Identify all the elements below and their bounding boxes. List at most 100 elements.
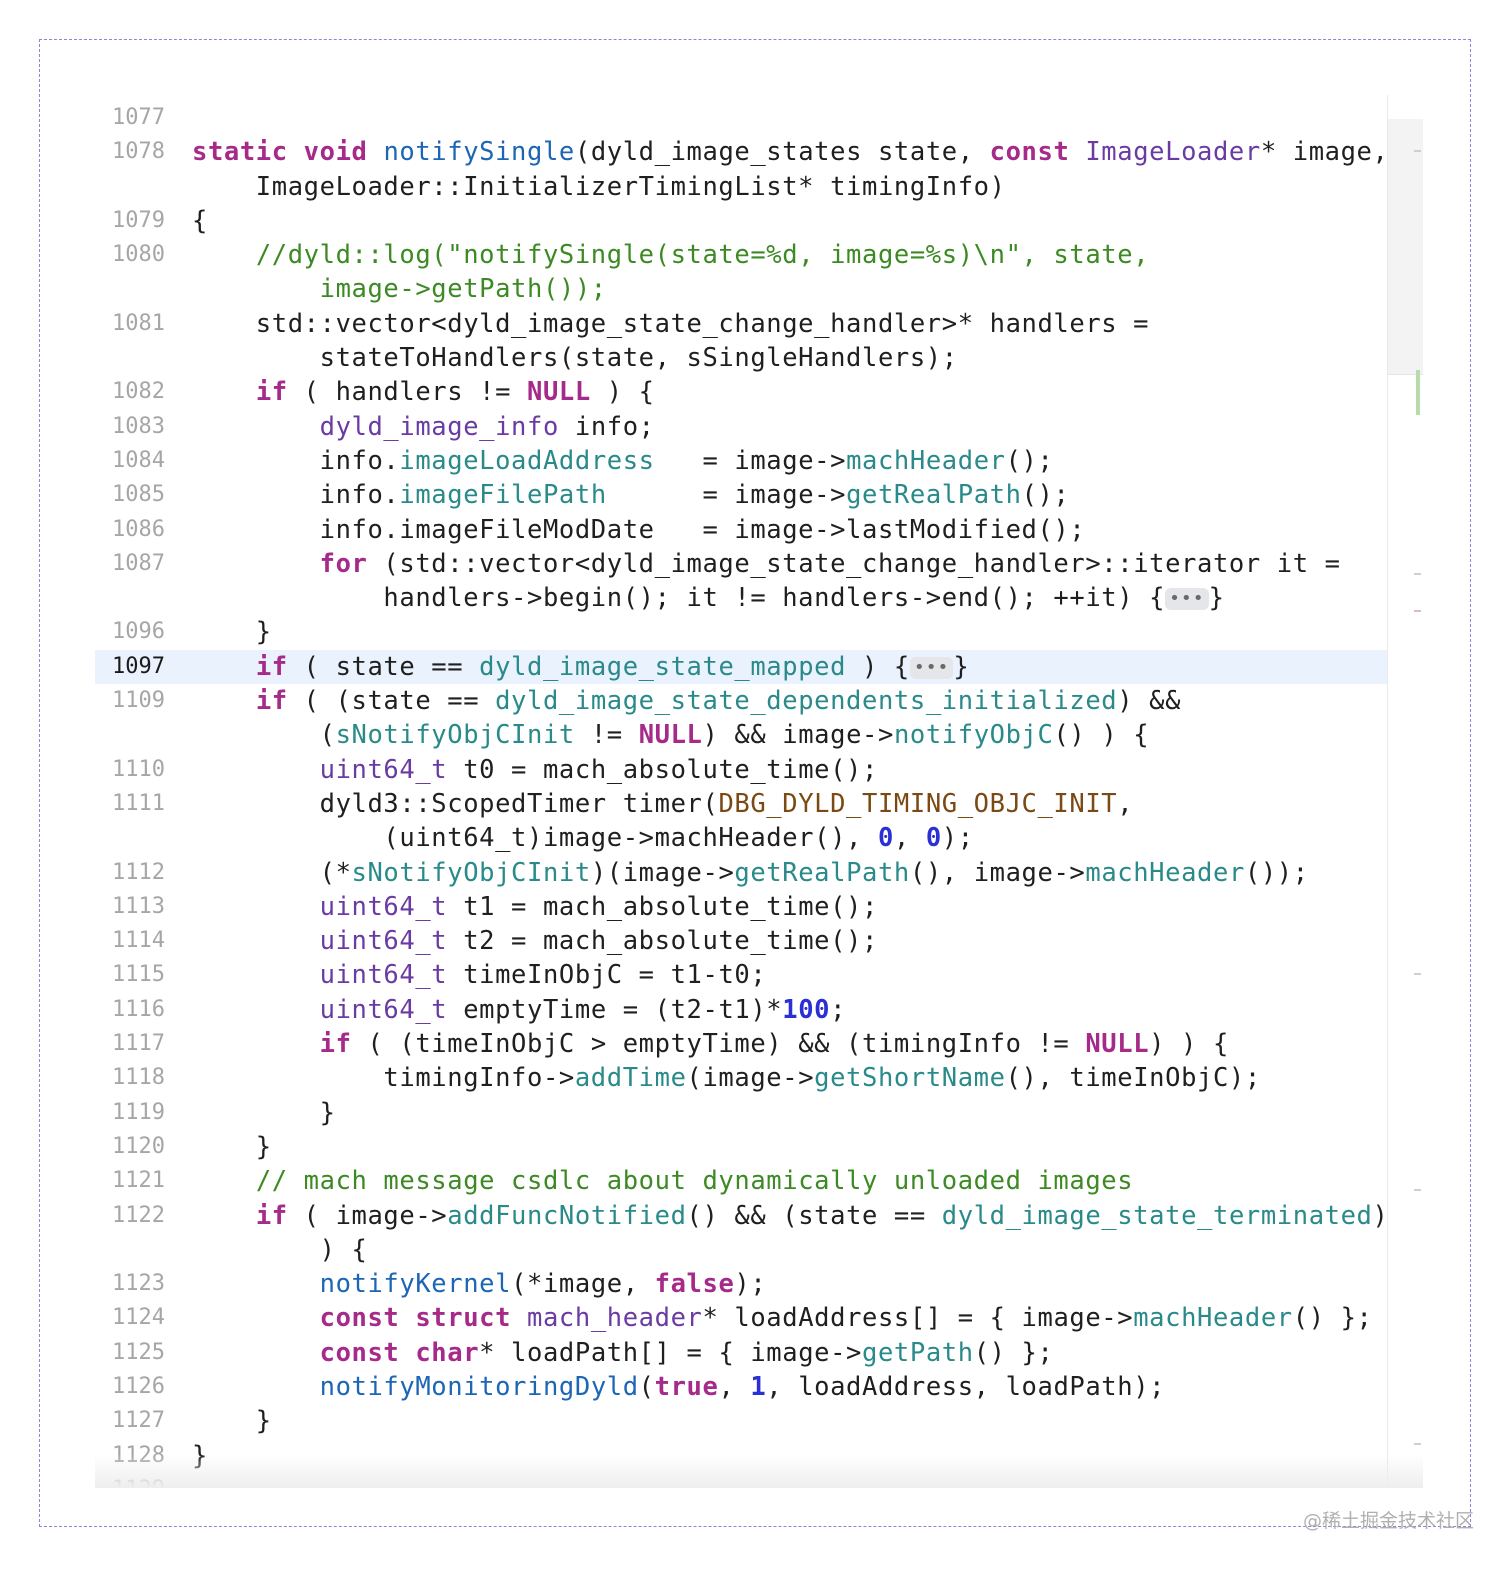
code-token: notifySingle	[383, 137, 575, 168]
line-number[interactable]: 1126	[112, 1373, 165, 1399]
code-token	[1069, 137, 1085, 167]
line-number[interactable]: 1080	[112, 242, 165, 268]
code-line[interactable]: 1111 dyld3::ScopedTimer timer(DBG_DYLD_T…	[95, 787, 1387, 821]
line-number[interactable]: 1117	[112, 1031, 165, 1057]
code-line[interactable]: 1124 const struct mach_header* loadAddre…	[95, 1301, 1387, 1335]
line-number[interactable]: 1122	[112, 1202, 165, 1228]
code-text: notifyMonitoringDyld(true, 1, loadAddres…	[192, 1370, 1165, 1404]
code-line[interactable]: 1127 }	[95, 1404, 1387, 1438]
line-number[interactable]: 1086	[112, 516, 165, 542]
code-line[interactable]: 1123 notifyKernel(*image, false);	[95, 1267, 1387, 1301]
code-token	[192, 755, 320, 785]
code-line[interactable]: handlers->begin(); it != handlers->end()…	[95, 581, 1387, 615]
code-text: image->getPath());	[192, 272, 607, 306]
code-line[interactable]: 1082 if ( handlers != NULL ) {	[95, 375, 1387, 409]
line-number[interactable]: 1085	[112, 482, 165, 508]
fold-expand-button[interactable]: •••	[1165, 588, 1209, 611]
code-line[interactable]: 1119 }	[95, 1096, 1387, 1130]
code-text: uint64_t emptyTime = (t2-t1)*100;	[192, 993, 846, 1027]
code-line[interactable]: 1081 std::vector<dyld_image_state_change…	[95, 307, 1387, 341]
code-token: ) &&	[1117, 686, 1182, 717]
code-line[interactable]: 1116 uint64_t emptyTime = (t2-t1)*100;	[95, 993, 1387, 1027]
line-number[interactable]: 1114	[112, 928, 165, 954]
minimap-marker	[1416, 370, 1420, 415]
code-line[interactable]: 1113 uint64_t t1 = mach_absolute_time();	[95, 890, 1387, 924]
line-number[interactable]: 1127	[112, 1408, 165, 1434]
code-line[interactable]: 1079 {	[95, 204, 1387, 238]
code-token	[192, 926, 320, 956]
code-token: );	[734, 1269, 767, 1300]
code-line[interactable]: 1087 for (std::vector<dyld_image_state_c…	[95, 547, 1387, 581]
fold-expand-button[interactable]: •••	[909, 656, 954, 679]
line-number[interactable]: 1121	[112, 1168, 165, 1194]
code-line[interactable]: 1086 info.imageFileModDate = image->last…	[95, 513, 1387, 547]
line-number[interactable]: 1097	[112, 653, 165, 679]
code-token: addTime	[574, 1063, 687, 1094]
line-number[interactable]: 1120	[112, 1133, 165, 1159]
code-line[interactable]: 1109 if ( (state == dyld_image_state_dep…	[95, 684, 1387, 718]
code-token: ;	[830, 994, 847, 1025]
line-number[interactable]: 1111	[112, 790, 165, 816]
code-line[interactable]: 1115 uint64_t timeInObjC = t1-t0;	[95, 958, 1387, 992]
line-number[interactable]: 1084	[112, 447, 165, 473]
code-token: ) && image->	[702, 720, 894, 751]
line-number[interactable]: 1109	[112, 688, 165, 714]
minimap-marker	[1414, 573, 1421, 575]
code-line[interactable]: 1084 info.imageLoadAddress = image->mach…	[95, 444, 1387, 478]
code-line[interactable]: 1118 timingInfo->addTime(image->getShort…	[95, 1061, 1387, 1095]
code-line[interactable]: 1096 }	[95, 615, 1387, 649]
line-number[interactable]: 1083	[112, 413, 165, 439]
code-token: char	[415, 1337, 480, 1368]
code-line[interactable]: 1110 uint64_t t0 = mach_absolute_time();	[95, 753, 1387, 787]
line-number[interactable]: 1096	[112, 619, 165, 645]
line-number[interactable]: 1087	[112, 550, 165, 576]
line-number[interactable]: 1123	[112, 1271, 165, 1297]
code-line[interactable]: stateToHandlers(state, sSingleHandlers);	[95, 341, 1387, 375]
code-text: {	[192, 204, 208, 238]
minimap-viewport[interactable]	[1388, 119, 1423, 375]
code-line[interactable]: (sNotifyObjCInit != NULL) && image->noti…	[95, 718, 1387, 752]
line-number[interactable]: 1115	[112, 962, 165, 988]
code-line[interactable]: (uint64_t)image->machHeader(), 0, 0);	[95, 821, 1387, 855]
code-line[interactable]: 1121 // mach message csdlc about dynamic…	[95, 1164, 1387, 1198]
line-number[interactable]: 1110	[112, 756, 165, 782]
line-number[interactable]: 1113	[112, 893, 165, 919]
code-line[interactable]: 1120 }	[95, 1130, 1387, 1164]
code-line-active[interactable]: 1097 if ( state == dyld_image_state_mapp…	[95, 649, 1387, 685]
code-line[interactable]: 1117 if ( (timeInObjC > emptyTime) && (t…	[95, 1027, 1387, 1061]
code-line[interactable]: 1114 uint64_t t2 = mach_absolute_time();	[95, 924, 1387, 958]
minimap-marker	[1414, 610, 1421, 612]
code-token: std::vector<dyld_image_state_change_hand…	[192, 308, 1150, 339]
code-line[interactable]: 1080 //dyld::log("notifySingle(state=%d,…	[95, 238, 1387, 272]
code-line[interactable]: 1085 info.imageFilePath = image->getReal…	[95, 478, 1387, 512]
line-number[interactable]: 1118	[112, 1065, 165, 1091]
code-token: {	[192, 205, 208, 236]
code-line[interactable]: ImageLoader::InitializerTimingList* timi…	[95, 170, 1387, 204]
line-number[interactable]: 1081	[112, 310, 165, 336]
line-number[interactable]: 1119	[112, 1099, 165, 1125]
code-line[interactable]: 1077	[95, 101, 1387, 135]
line-number[interactable]: 1077	[112, 105, 165, 130]
code-line[interactable]: 1122 if ( image->addFuncNotified() && (s…	[95, 1199, 1388, 1233]
line-number[interactable]: 1079	[112, 207, 165, 233]
line-number[interactable]: 1078	[112, 139, 165, 165]
code-line[interactable]: ) {	[95, 1233, 1387, 1267]
code-line[interactable]: 1112 (*sNotifyObjCInit)(image->getRealPa…	[95, 856, 1387, 890]
code-line[interactable]: 1126 notifyMonitoringDyld(true, 1, loadA…	[95, 1370, 1387, 1404]
line-number[interactable]: 1082	[112, 379, 165, 405]
minimap[interactable]	[1387, 95, 1423, 1488]
code-line[interactable]: 1125 const char* loadPath[] = { image->g…	[95, 1336, 1387, 1370]
line-number[interactable]: 1112	[112, 859, 165, 885]
code-token: getRealPath	[846, 480, 1022, 511]
line-number[interactable]: 1125	[112, 1339, 165, 1365]
code-token: }	[192, 1406, 272, 1437]
code-line[interactable]: image->getPath());	[95, 272, 1387, 306]
code-token: info.	[192, 480, 400, 511]
line-number[interactable]: 1116	[112, 996, 165, 1022]
code-line[interactable]: 1083 dyld_image_info info;	[95, 410, 1387, 444]
code-token: image->getPath());	[192, 274, 607, 305]
line-number[interactable]: 1124	[112, 1305, 165, 1331]
